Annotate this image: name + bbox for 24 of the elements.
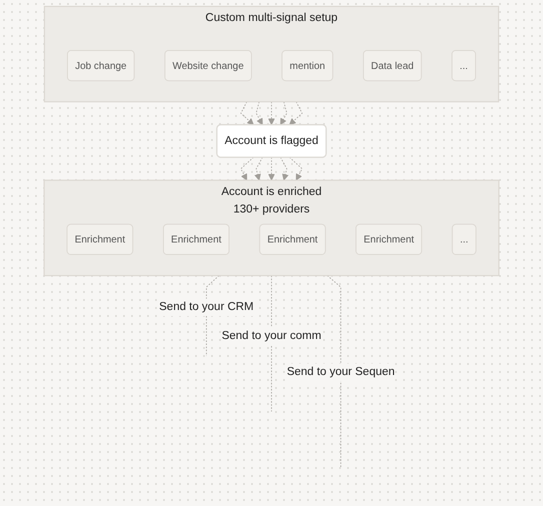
arrow (268, 156, 275, 181)
node-text: Data lead (371, 60, 414, 72)
node-text: Enrichment (267, 233, 318, 245)
node-text: mention (290, 60, 326, 72)
node-text: Enrichment (364, 233, 414, 245)
node-text: Enrichment (171, 233, 222, 245)
connector (271, 275, 272, 412)
node-text: Job change (75, 60, 127, 72)
node-text: Website change (172, 60, 244, 72)
node-text: ... (460, 60, 468, 72)
edge-label: Send to your CRM (159, 300, 254, 314)
arrow (280, 156, 289, 181)
arrow (268, 101, 275, 126)
node-text: Enrichment (74, 233, 126, 245)
arrow (289, 101, 303, 126)
arrow (254, 156, 263, 181)
edge-label: Send to your comm (222, 328, 322, 342)
connector (326, 275, 342, 468)
arrow (240, 156, 254, 181)
arrow (280, 101, 288, 126)
arrow (240, 101, 254, 126)
arrow (256, 101, 263, 126)
arrow (289, 156, 303, 181)
edge-label: Send to your Sequen (286, 365, 395, 378)
